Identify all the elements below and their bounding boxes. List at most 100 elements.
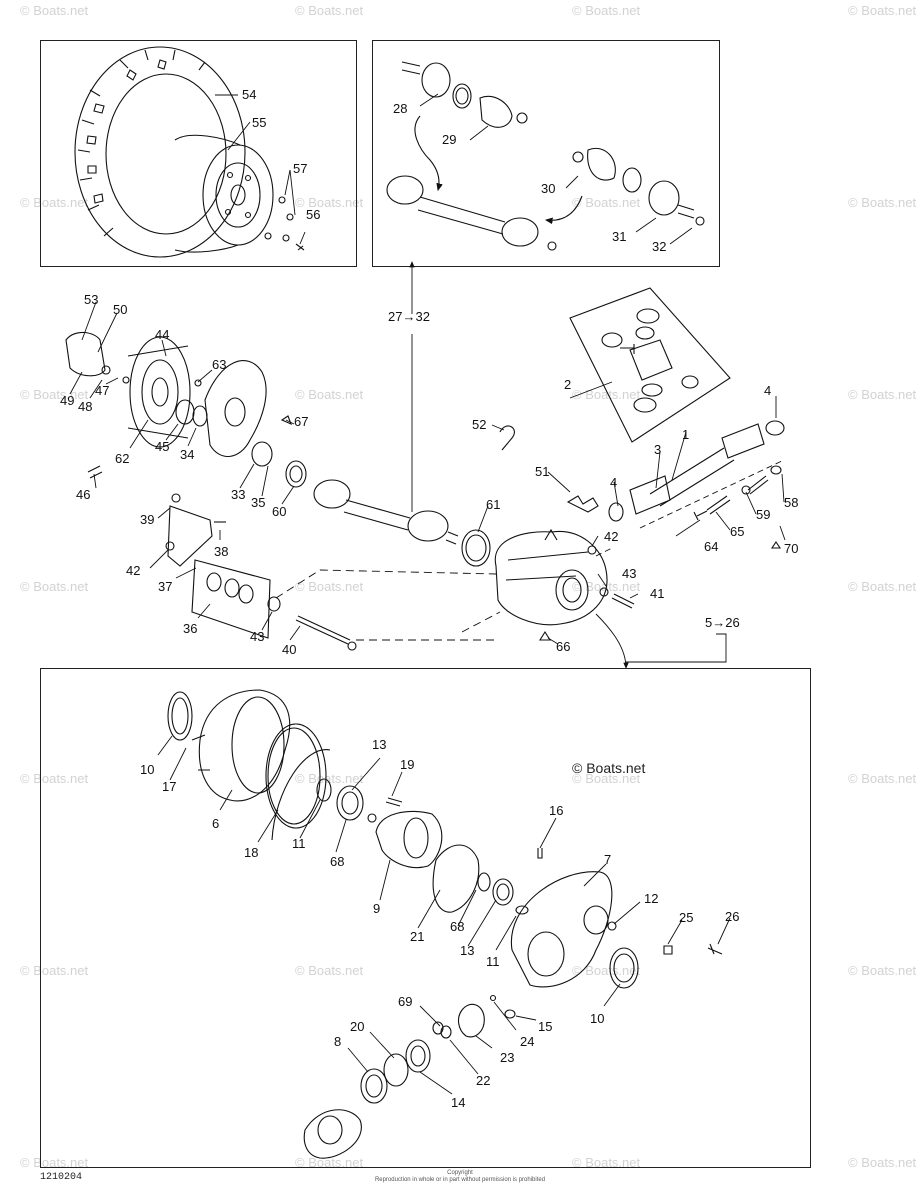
callout-54: 54: [242, 87, 257, 102]
watermark: © Boats.net: [572, 3, 641, 18]
watermark: © Boats.net: [20, 1155, 89, 1170]
callout-33: 33: [231, 487, 246, 502]
callout-69: 69: [398, 994, 413, 1009]
callout-30: 30: [541, 181, 556, 196]
callout-9: 9: [373, 901, 381, 916]
callout-67: 67: [294, 414, 309, 429]
callout-38: 38: [214, 544, 229, 559]
callout-66: 66: [556, 639, 571, 654]
callout-27-32: 27→32: [388, 309, 430, 324]
callout-18: 18: [244, 845, 259, 860]
callout-2: 2: [564, 377, 572, 392]
watermark: © Boats.net: [295, 195, 364, 210]
copyright-mark: © Boats.net: [572, 760, 646, 776]
callout-60: 60: [272, 504, 287, 519]
callout-6: 6: [212, 816, 220, 831]
callout-68b: 68: [450, 919, 465, 934]
differential-detail-frame: [40, 668, 811, 1168]
callout-4: 4: [764, 383, 772, 398]
callout-46: 46: [76, 487, 91, 502]
callout-12: 12: [644, 891, 659, 906]
watermark: © Boats.net: [848, 963, 917, 978]
callout-41: 41: [650, 586, 665, 601]
watermark: © Boats.net: [20, 579, 89, 594]
callout-24: 24: [520, 1034, 535, 1049]
front-drive-shaft-part: [608, 420, 785, 522]
watermark: © Boats.net: [848, 1155, 917, 1170]
watermark: © Boats.net: [848, 579, 917, 594]
callout-16: 16: [549, 803, 564, 818]
callout-62: 62: [115, 451, 130, 466]
footer-line-1: Copyright: [447, 1170, 473, 1176]
callout-15: 15: [538, 1019, 553, 1034]
watermark: © Boats.net: [20, 195, 89, 210]
callout-64: 64: [704, 539, 719, 554]
tire-part: [74, 46, 246, 258]
watermark: © Boats.net: [295, 771, 364, 786]
watermark: © Boats.net: [295, 387, 364, 402]
callout-56: 56: [306, 207, 321, 222]
watermark: © Boats.net: [20, 963, 89, 978]
half-shaft-part: [313, 479, 459, 545]
callout-50: 50: [113, 302, 128, 317]
drawing-code: 1210204: [40, 1172, 83, 1183]
footer-notice: Copyright Reproduction in whole or in pa…: [370, 1170, 550, 1184]
watermark: © Boats.net: [848, 3, 917, 18]
drive-shaft-part: [386, 61, 705, 251]
watermark: © Boats.net: [20, 771, 89, 786]
callout-68: 68: [330, 854, 345, 869]
callout-61: 61: [486, 497, 501, 512]
wheel-detail-frame: [40, 40, 357, 267]
callout-1: 1: [682, 427, 690, 442]
callout-52: 52: [472, 417, 487, 432]
callout-42b: 42: [604, 529, 619, 544]
callout-4b: 4: [610, 475, 618, 490]
callout-14: 14: [451, 1095, 466, 1110]
callout-19: 19: [400, 757, 415, 772]
callout-25: 25: [679, 910, 694, 925]
callout-10b: 10: [590, 1011, 605, 1026]
watermark: © Boats.net: [848, 195, 917, 210]
watermark: © Boats.net: [20, 3, 89, 18]
callout-31: 31: [612, 229, 627, 244]
watermark: © Boats.net: [295, 963, 364, 978]
callout-34: 34: [180, 447, 195, 462]
callout-49: 49: [60, 393, 75, 408]
callout-42: 42: [126, 563, 141, 578]
callout-37: 37: [158, 579, 173, 594]
callout-51: 51: [535, 464, 550, 479]
callout-13b: 13: [460, 943, 475, 958]
callout-65: 65: [730, 524, 745, 539]
callout-57: 57: [293, 161, 308, 176]
seal-ring-part: [461, 529, 491, 567]
callout-29: 29: [442, 132, 457, 147]
watermark: © Boats.net: [295, 3, 364, 18]
callout-22: 22: [476, 1073, 491, 1088]
callout-11: 11: [292, 836, 306, 851]
watermark: © Boats.net: [572, 771, 641, 786]
drive-shaft-detail-frame: [372, 40, 720, 267]
callout-26: 26: [725, 909, 740, 924]
callout-39: 39: [140, 512, 155, 527]
callout-70: 70: [784, 541, 799, 556]
callout-55: 55: [252, 115, 267, 130]
rear-differential-part: [494, 528, 608, 641]
callout-5-26: 5→26: [705, 615, 740, 630]
watermark: © Boats.net: [295, 579, 364, 594]
universal-joint-part: [569, 287, 731, 443]
mounting-bracket-part: [165, 493, 635, 651]
watermark: © Boats.net: [295, 1155, 364, 1170]
bolts-washers-part: [693, 465, 782, 549]
callout-28: 28: [393, 101, 408, 116]
callout-48: 48: [78, 399, 93, 414]
watermark: © Boats.net: [848, 387, 917, 402]
callout-8: 8: [334, 1034, 342, 1049]
callout-40: 40: [282, 642, 297, 657]
callout-13: 13: [372, 737, 387, 752]
callout-11b: 11: [486, 954, 500, 969]
differential-internal-parts: [167, 689, 723, 1159]
callout-53: 53: [84, 292, 99, 307]
callout-17: 17: [162, 779, 177, 794]
callout-63: 63: [212, 357, 227, 372]
